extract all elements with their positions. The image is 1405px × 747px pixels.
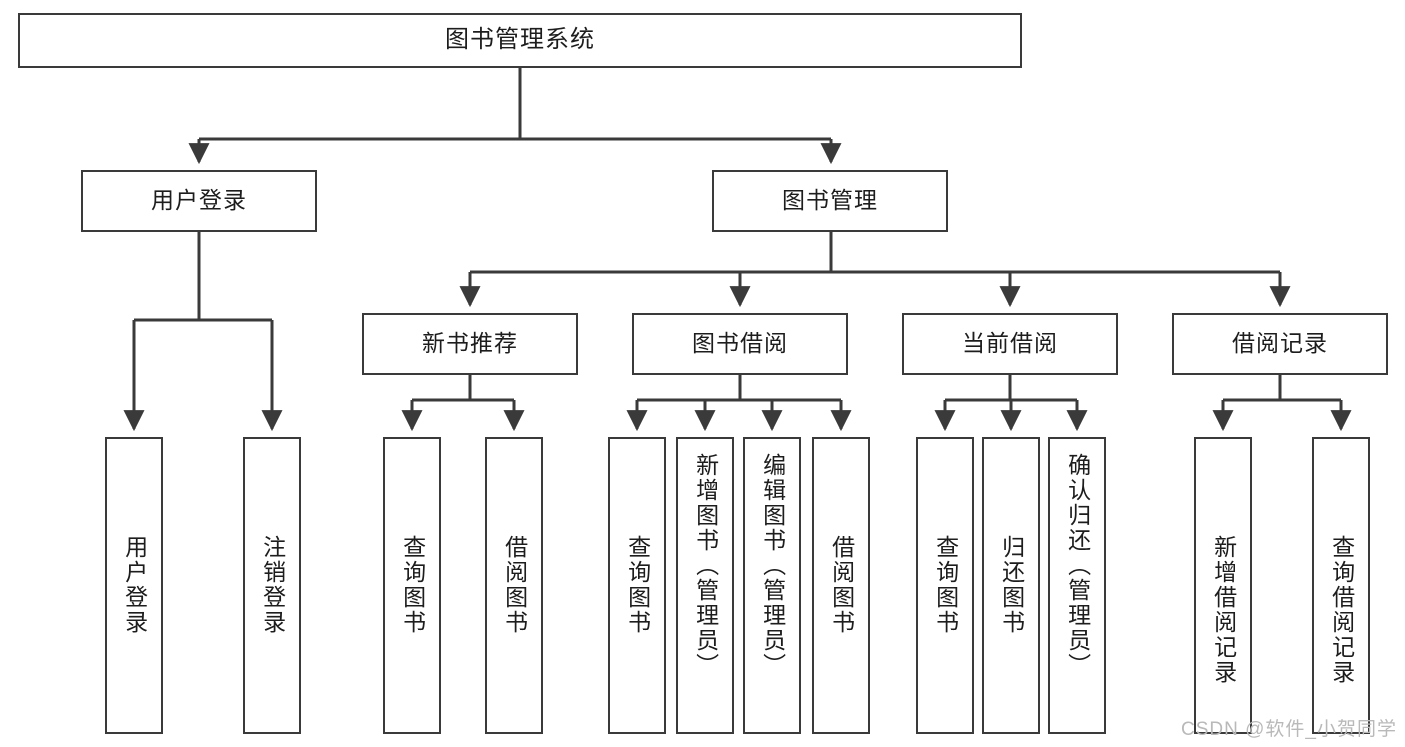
leaf-borrow-borrow-book[interactable]: 借阅图书 (812, 437, 870, 734)
leaf-borrow-query-book[interactable]: 查询图书 (608, 437, 666, 734)
leaf-current-query-book[interactable]: 查询图书 (916, 437, 974, 734)
node-label: 注销登录 (259, 535, 286, 635)
node-borrow-record[interactable]: 借阅记录 (1172, 313, 1388, 375)
node-label: 查询图书 (399, 535, 426, 635)
node-label: 用户登录 (151, 187, 247, 214)
node-label: 查询图书 (624, 535, 651, 635)
node-label: 新增借阅记录 (1210, 535, 1237, 685)
node-label: 查询借阅记录 (1328, 535, 1355, 685)
node-label: 归还图书 (998, 535, 1025, 635)
node-label: 借阅记录 (1232, 330, 1328, 357)
node-user-login[interactable]: 用户登录 (81, 170, 317, 232)
node-label: 借阅图书 (501, 535, 528, 635)
leaf-new-book-query[interactable]: 查询图书 (383, 437, 441, 734)
node-current-borrow[interactable]: 当前借阅 (902, 313, 1118, 375)
leaf-borrow-edit-book[interactable]: 编辑图书（管理员） (743, 437, 801, 734)
node-label: 图书借阅 (692, 330, 788, 357)
node-label: 用户登录 (121, 535, 148, 635)
node-label: 确认归还（管理员） (1064, 453, 1091, 678)
leaf-current-return-book[interactable]: 归还图书 (982, 437, 1040, 734)
node-label: 借阅图书 (828, 535, 855, 635)
node-label: 编辑图书（管理员） (759, 453, 786, 678)
leaf-record-query-record[interactable]: 查询借阅记录 (1312, 437, 1370, 734)
node-root-system[interactable]: 图书管理系统 (18, 13, 1022, 68)
node-book-management[interactable]: 图书管理 (712, 170, 948, 232)
node-label: 图书管理系统 (445, 26, 595, 54)
node-label: 新增图书（管理员） (692, 453, 719, 678)
leaf-record-add-record[interactable]: 新增借阅记录 (1194, 437, 1252, 734)
node-label: 图书管理 (782, 187, 878, 214)
leaf-new-book-borrow[interactable]: 借阅图书 (485, 437, 543, 734)
leaf-user-login-logout[interactable]: 注销登录 (243, 437, 301, 734)
leaf-borrow-add-book[interactable]: 新增图书（管理员） (676, 437, 734, 734)
node-label: 当前借阅 (962, 330, 1058, 357)
node-label: 查询图书 (932, 535, 959, 635)
leaf-current-confirm-return[interactable]: 确认归还（管理员） (1048, 437, 1106, 734)
node-label: 新书推荐 (422, 330, 518, 357)
node-book-borrow[interactable]: 图书借阅 (632, 313, 848, 375)
leaf-user-login-login[interactable]: 用户登录 (105, 437, 163, 734)
node-new-book-recommend[interactable]: 新书推荐 (362, 313, 578, 375)
